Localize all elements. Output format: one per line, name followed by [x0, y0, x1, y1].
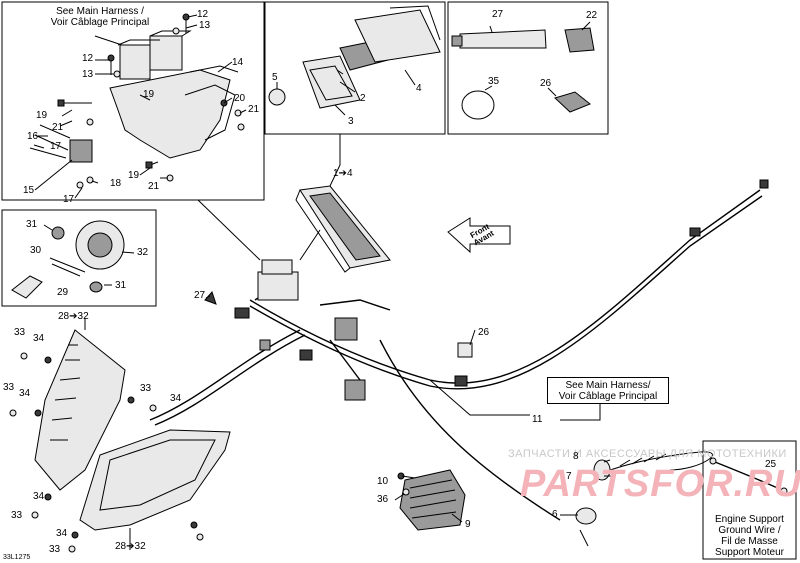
main-harness-note-top-line1: See Main Harness /	[56, 6, 144, 17]
watermark-small-text: ЗАПЧАСТИ И АКСЕССУАРЫ ДЛЯ МОТОТЕХНИКИ	[508, 448, 787, 460]
callout-34: 34	[170, 393, 182, 404]
callout-33: 33	[3, 382, 15, 393]
callout-32: 32	[137, 247, 149, 258]
drawing-code: 33L1275	[3, 554, 31, 561]
callout-25: 25	[765, 459, 777, 470]
callout-7: 7	[566, 471, 572, 482]
main-harness-note-top: See Main Harness / Voir Câblage Principa…	[30, 6, 170, 28]
callout-21: 21	[148, 181, 160, 192]
fasteners	[9, 352, 410, 553]
callout-5: 5	[272, 72, 278, 83]
callout-27: 27	[194, 290, 206, 301]
main-wiring-harness	[149, 179, 769, 521]
callout-28-to-32: 28➔32	[58, 311, 89, 322]
callout-22: 22	[586, 10, 598, 21]
callout-21: 21	[248, 104, 260, 115]
voltage-regulator	[399, 469, 466, 531]
callout-35: 35	[488, 76, 500, 87]
callout-1-to-4: 1➔4	[333, 168, 353, 179]
callout-26: 26	[540, 78, 552, 89]
callout-12: 12	[197, 9, 209, 20]
main-harness-note-right: See Main Harness/ Voir Câblage Principal	[547, 377, 669, 404]
callout-17: 17	[50, 141, 62, 152]
leader-lines	[84, 134, 612, 550]
callout-19: 19	[143, 89, 155, 100]
callout-18: 18	[110, 178, 122, 189]
callout-20: 20	[234, 93, 246, 104]
callout-12: 12	[82, 53, 94, 64]
callout-9: 9	[465, 519, 471, 530]
callout-15: 15	[23, 185, 35, 196]
headlamp-bulb-parts	[11, 220, 135, 299]
gauge-parts	[268, 5, 441, 116]
callout-19: 19	[36, 110, 48, 121]
front-direction-arrow	[447, 217, 511, 254]
accessory-parts	[451, 21, 595, 120]
callout-34: 34	[33, 491, 45, 502]
callout-29: 29	[57, 287, 69, 298]
callout-14: 14	[232, 57, 244, 68]
main-harness-note-top-line2: Voir Câblage Principal	[50, 17, 150, 28]
inset-box-accessories	[447, 1, 609, 135]
callout-4: 4	[416, 83, 422, 94]
callout-27: 27	[492, 9, 504, 20]
callout-17: 17	[63, 194, 75, 205]
watermark-logo-text: PARTSFOR.RU	[520, 463, 800, 505]
ground-wire-note: Engine Support Ground Wire / Fil de Mass…	[703, 514, 796, 558]
callout-8: 8	[573, 451, 579, 462]
callout-30: 30	[30, 245, 42, 256]
gauge-cluster	[295, 185, 391, 273]
callout-34: 34	[19, 388, 31, 399]
callout-19: 19	[128, 170, 140, 181]
callout-31: 31	[115, 280, 127, 291]
callout-13: 13	[82, 69, 94, 80]
ground-wire-note-line4: Support Moteur	[715, 547, 784, 558]
callout-21: 21	[52, 122, 64, 133]
callout-26: 26	[478, 327, 490, 338]
main-harness-note-right-line2: Voir Câblage Principal	[558, 391, 658, 402]
main-harness-note-right-line1: See Main Harness/	[565, 380, 651, 391]
ground-wire-note-line3: Fil de Masse	[721, 536, 778, 547]
relay-bracket-assembly	[29, 13, 247, 199]
ground-wire	[709, 457, 788, 495]
callout-31: 31	[26, 219, 38, 230]
callout-33: 33	[140, 383, 152, 394]
callout-11: 11	[532, 414, 543, 425]
callout-36: 36	[377, 494, 389, 505]
callout-28-to-32: 28➔32	[115, 541, 146, 552]
inset-box-ground-wire	[702, 440, 797, 560]
callout-33: 33	[11, 510, 23, 521]
callout-13: 13	[199, 20, 211, 31]
callout-2: 2	[360, 93, 366, 104]
callout-3: 3	[348, 116, 354, 127]
callout-33: 33	[14, 327, 26, 338]
ground-wire-note-line2: Ground Wire /	[718, 525, 781, 536]
ground-wire-note-line1: Engine Support	[715, 514, 784, 525]
callout-33: 33	[49, 544, 61, 555]
callout-6: 6	[552, 509, 558, 520]
callout-34: 34	[33, 333, 45, 344]
callout-34: 34	[56, 528, 68, 539]
headlight-housing	[34, 329, 231, 531]
callout-16: 16	[27, 131, 39, 142]
lanyard-assembly	[575, 451, 713, 547]
callout-10: 10	[377, 476, 389, 487]
